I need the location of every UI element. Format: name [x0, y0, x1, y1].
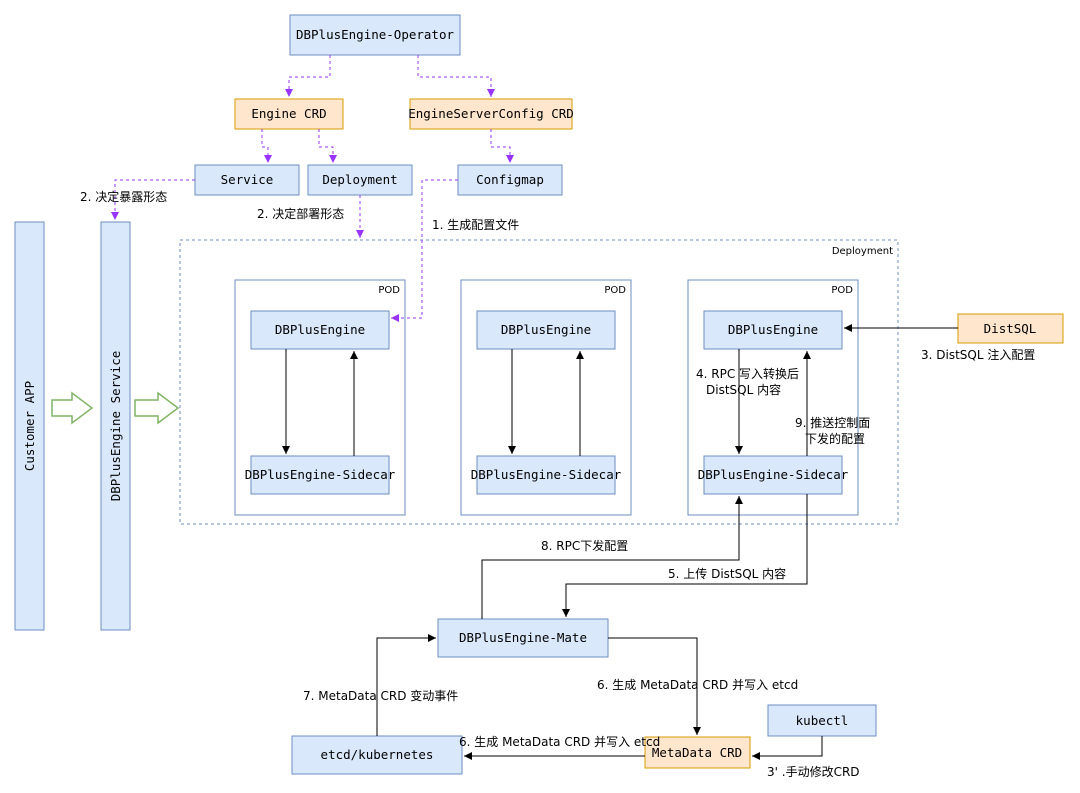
edge-service-to-engine-service	[111, 179, 195, 220]
kubectl-label: kubectl	[796, 713, 849, 728]
distsql-node: DistSQL	[957, 313, 1064, 344]
pod-2: POD	[460, 279, 632, 516]
engine-3-label: DBPlusEngine	[728, 322, 818, 337]
customer-to-service-arrow	[51, 391, 94, 425]
deployment-label: Deployment	[322, 172, 397, 187]
engine-service-label: DBPlusEngine Service	[108, 351, 123, 502]
edge-mate-to-sidecar3	[481, 496, 743, 619]
sidecar-3-label: DBPlusEngine-Sidecar	[698, 467, 849, 482]
service-node: Service	[194, 164, 300, 196]
mate-label: DBPlusEngine-Mate	[459, 630, 587, 645]
edge-operator-to-engine-crd	[285, 55, 331, 97]
service-to-deployment-arrow	[134, 391, 180, 425]
mate-node: DBPlusEngine-Mate	[437, 618, 609, 658]
deployment-container: Deployment	[179, 239, 899, 525]
pod-3: POD	[687, 279, 859, 516]
edge-mate-to-metadata-crd	[608, 637, 701, 735]
server-config-crd-node: EngineServerConfig CRD	[408, 98, 574, 130]
label-decide-expose: 2. 决定暴露形态	[80, 189, 167, 204]
edge-operator-to-server-config-crd	[417, 55, 495, 97]
metadata-crd-node: MetaData CRD	[644, 736, 751, 769]
etcd-label: etcd/kubernetes	[321, 747, 434, 762]
server-config-crd-label: EngineServerConfig CRD	[408, 106, 574, 121]
label-gen-meta-2: 6. 生成 MetaData CRD 并写入 etcd	[459, 735, 660, 749]
pod-1: POD	[234, 279, 406, 516]
label-decide-deploy: 2. 决定部署形态	[257, 206, 344, 221]
label-rpc-push: 8. RPC下发配置	[541, 538, 628, 553]
pod-3-label: POD	[831, 285, 853, 296]
label-gen-config: 1. 生成配置文件	[432, 217, 519, 232]
edge-server-config-to-configmap	[490, 129, 514, 163]
sidecar-1-node: DBPlusEngine-Sidecar	[245, 455, 396, 495]
label-distsql-inject: 3. DistSQL 注入配置	[921, 347, 1035, 362]
label-push-2: 下发的配置	[805, 431, 865, 446]
sidecar-1-label: DBPlusEngine-Sidecar	[245, 467, 396, 482]
deployment-container-label: Deployment	[832, 246, 893, 257]
configmap-node: Configmap	[457, 164, 563, 196]
operator-node: DBPlusEngine-Operator	[289, 14, 461, 56]
edge-etcd-to-mate	[376, 634, 436, 736]
label-rpc-write-1: 4. RPC 写入转换后	[696, 366, 799, 381]
edge-engine-crd-to-service	[261, 129, 272, 163]
edge-sidecar3-to-mate	[562, 494, 808, 617]
label-rpc-write-2: DistSQL 内容	[706, 382, 781, 397]
edge-configmap-to-engine-1	[391, 179, 458, 322]
sidecar-2-label: DBPlusEngine-Sidecar	[471, 467, 622, 482]
customer-app-label: Customer APP	[22, 381, 37, 471]
edge-kubectl-to-metadata-crd	[752, 736, 823, 760]
customer-app-node: Customer APP	[14, 221, 45, 631]
label-push-1: 9. 推送控制面	[795, 415, 870, 430]
service-label: Service	[221, 172, 274, 187]
kubectl-node: kubectl	[767, 704, 877, 737]
label-upload: 5. 上传 DistSQL 内容	[668, 566, 786, 581]
deployment-node: Deployment	[307, 164, 413, 196]
etcd-node: etcd/kubernetes	[291, 735, 463, 775]
engine-crd-label: Engine CRD	[251, 106, 326, 121]
distsql-label: DistSQL	[984, 321, 1037, 336]
label-manual: 3' .手动修改CRD	[767, 764, 860, 779]
engine-1-label: DBPlusEngine	[275, 322, 365, 337]
engine-3-node: DBPlusEngine	[703, 310, 843, 350]
engine-service-node: DBPlusEngine Service	[100, 221, 131, 631]
sidecar-2-node: DBPlusEngine-Sidecar	[471, 455, 622, 495]
engine-crd-node: Engine CRD	[234, 98, 344, 130]
engine-2-label: DBPlusEngine	[501, 322, 591, 337]
sidecar-3-node: DBPlusEngine-Sidecar	[698, 455, 849, 495]
label-gen-meta-1: 6. 生成 MetaData CRD 并写入 etcd	[597, 678, 798, 692]
configmap-label: Configmap	[476, 172, 544, 187]
pod-1-label: POD	[378, 285, 400, 296]
operator-label: DBPlusEngine-Operator	[296, 27, 455, 42]
metadata-crd-label: MetaData CRD	[652, 745, 742, 760]
label-change-event: 7. MetaData CRD 变动事件	[303, 688, 458, 703]
engine-1-node: DBPlusEngine	[250, 310, 390, 350]
edge-engine-crd-to-deployment	[318, 129, 337, 163]
engine-2-node: DBPlusEngine	[476, 310, 616, 350]
pod-2-label: POD	[604, 285, 626, 296]
